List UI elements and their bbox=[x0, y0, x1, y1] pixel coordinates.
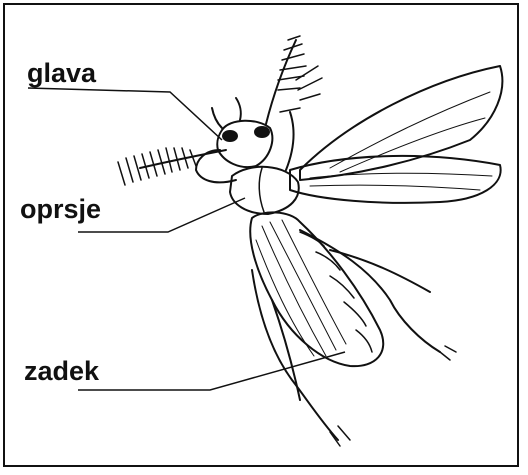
abdomen-leader-line bbox=[78, 352, 345, 390]
head-leader-line bbox=[28, 88, 222, 140]
thorax-outline bbox=[230, 167, 299, 214]
label-thorax: oprsje bbox=[20, 196, 101, 223]
wing-lower bbox=[290, 156, 501, 203]
label-abdomen: zadek bbox=[24, 358, 99, 385]
thorax-leader-line bbox=[78, 198, 245, 232]
wing-upper bbox=[300, 66, 502, 180]
label-head: glava bbox=[27, 60, 96, 87]
